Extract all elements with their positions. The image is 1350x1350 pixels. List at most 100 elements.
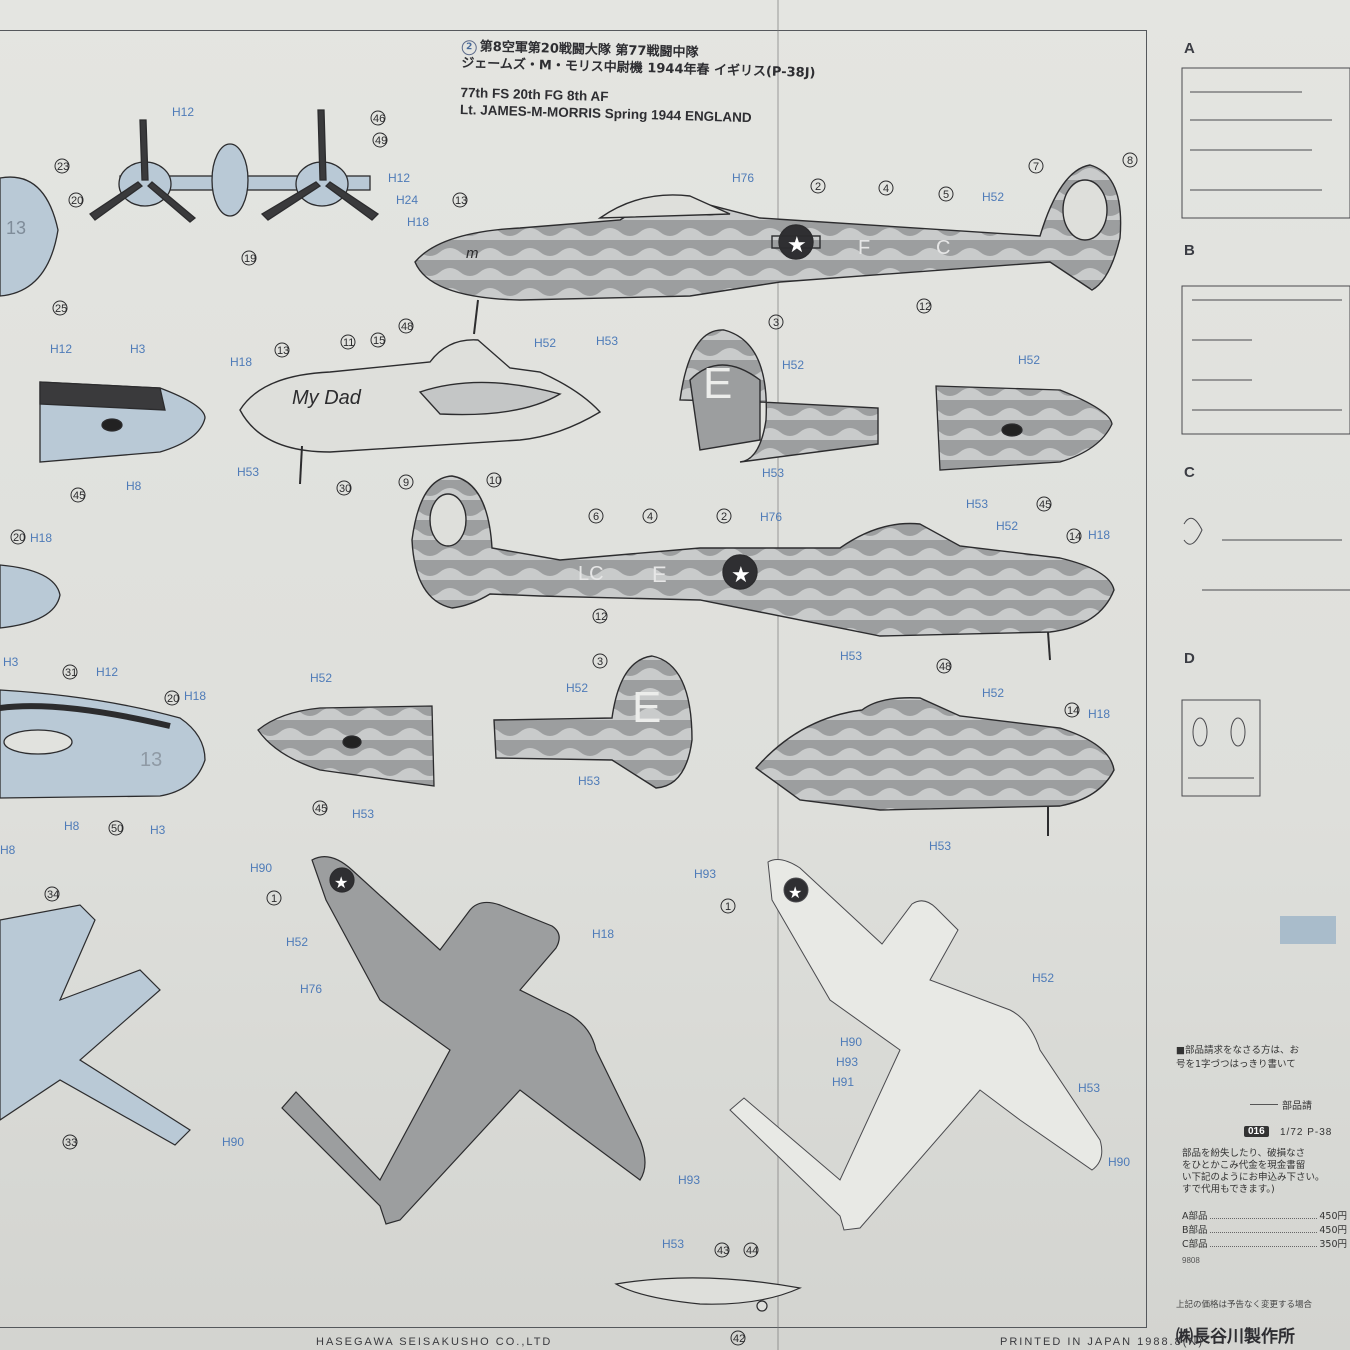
engine-nacelle-lower	[257, 705, 435, 787]
svg-text:H90: H90	[840, 1035, 862, 1049]
price-value: 450円	[1319, 1211, 1347, 1222]
svg-text:19: 19	[244, 253, 256, 265]
svg-text:2: 2	[815, 181, 821, 193]
stock-code: 9808	[1182, 1256, 1200, 1265]
sprue-diagrams	[1181, 67, 1350, 797]
order-rule	[1250, 1104, 1278, 1105]
nose-section-right	[754, 697, 1115, 836]
svg-text:H90: H90	[250, 861, 272, 875]
svg-text:H76: H76	[732, 171, 754, 185]
side-view-upper: ★ F C m	[414, 164, 1122, 335]
svg-text:H12: H12	[50, 342, 72, 356]
svg-text:H12: H12	[96, 665, 118, 679]
part-badge: 016	[1244, 1126, 1269, 1137]
maker-name: ㈱長谷川製作所	[1176, 1327, 1295, 1347]
svg-text:H52: H52	[782, 358, 804, 372]
svg-text:20: 20	[13, 532, 25, 544]
price-note: 上記の価格は予告なく変更する場合	[1176, 1300, 1313, 1310]
svg-text:H3: H3	[150, 823, 166, 837]
svg-text:45: 45	[73, 490, 85, 502]
svg-text:13: 13	[455, 195, 467, 207]
planform-left-partial	[0, 904, 191, 1146]
sprue-label-a: A	[1184, 40, 1195, 57]
svg-text:1: 1	[271, 893, 277, 905]
order-header: 部品請	[1282, 1101, 1312, 1112]
drop-tank	[614, 1277, 803, 1312]
svg-text:H18: H18	[592, 927, 614, 941]
svg-text:H53: H53	[1078, 1081, 1100, 1095]
svg-text:H53: H53	[840, 649, 862, 663]
svg-text:3: 3	[773, 317, 779, 329]
price-label: A部品	[1182, 1211, 1208, 1222]
svg-text:H52: H52	[286, 935, 308, 949]
lower-code-lc: LC	[578, 563, 604, 585]
svg-text:H18: H18	[184, 689, 206, 703]
svg-text:H52: H52	[1032, 971, 1054, 985]
svg-text:33: 33	[65, 1137, 77, 1149]
svg-text:14: 14	[1067, 705, 1079, 717]
svg-text:23: 23	[57, 161, 69, 173]
svg-text:★: ★	[788, 885, 802, 902]
svg-text:6: 6	[593, 511, 599, 523]
svg-text:H53: H53	[662, 1237, 684, 1251]
svg-text:H52: H52	[982, 190, 1004, 204]
svg-text:H3: H3	[3, 655, 19, 669]
svg-text:★: ★	[787, 232, 807, 257]
svg-text:H8: H8	[126, 479, 142, 493]
front-view-diagram	[89, 109, 380, 223]
svg-text:4: 4	[883, 183, 889, 195]
engine-nacelle-right	[935, 385, 1113, 471]
svg-text:48: 48	[939, 661, 951, 673]
svg-text:44: 44	[746, 1245, 758, 1257]
price-row-b: B部品 450円	[1182, 1222, 1347, 1236]
sprue-label-c: C	[1184, 464, 1195, 481]
nose-art-text: My Dad	[292, 387, 362, 409]
main-page-frame	[0, 30, 1147, 1328]
aircraft-diagrams: 13 13 ★ F C m My Dad E	[0, 105, 1138, 1346]
left-nose-number: 13	[6, 218, 26, 238]
tail-letter-lower: E	[632, 683, 661, 732]
svg-text:H52: H52	[982, 686, 1004, 700]
planform-top-view: ★	[281, 856, 646, 1225]
order-body: 部品を紛失したり、破損なさ をひとかこみ代金を現金書留 い下記のようにお申込み下…	[1182, 1148, 1325, 1195]
svg-text:H8: H8	[64, 819, 80, 833]
price-value: 450円	[1319, 1225, 1347, 1236]
svg-text:H93: H93	[694, 867, 716, 881]
sprue-label-b: B	[1184, 242, 1195, 259]
svg-text:50: 50	[111, 823, 123, 835]
svg-text:H76: H76	[760, 510, 782, 524]
svg-text:H18: H18	[230, 355, 252, 369]
color-swatch	[1280, 916, 1336, 944]
svg-text:H8: H8	[0, 843, 16, 857]
svg-text:31: 31	[65, 667, 77, 679]
svg-text:8: 8	[1127, 155, 1133, 167]
svg-text:43: 43	[717, 1245, 729, 1257]
price-label: B部品	[1182, 1225, 1208, 1236]
svg-text:10: 10	[489, 475, 501, 487]
svg-text:H53: H53	[237, 465, 259, 479]
fold-line	[777, 0, 779, 1350]
svg-text:12: 12	[595, 611, 607, 623]
svg-text:m: m	[466, 245, 479, 262]
tail-letter-upper: E	[703, 359, 732, 408]
svg-text:48: 48	[401, 321, 413, 333]
svg-text:3: 3	[597, 656, 603, 668]
svg-text:9: 9	[403, 477, 409, 489]
svg-text:H18: H18	[1088, 707, 1110, 721]
upper-code-c: C	[936, 237, 950, 259]
svg-text:H53: H53	[929, 839, 951, 853]
color-callouts: H12 H12 H24 H18 H12 H3 H18 H53 H8 H18 H3…	[0, 105, 1130, 1251]
svg-text:H53: H53	[762, 466, 784, 480]
svg-text:42: 42	[733, 1333, 745, 1345]
svg-text:H53: H53	[966, 497, 988, 511]
svg-text:1: 1	[725, 901, 731, 913]
svg-text:★: ★	[731, 562, 751, 587]
sprue-panel: A B C D	[1162, 0, 1350, 1350]
tail-fin-lower: E	[493, 655, 693, 789]
price-row-a: A部品 450円	[1182, 1208, 1347, 1222]
part-code: 1/72 P-38	[1280, 1127, 1333, 1138]
svg-text:H3: H3	[130, 342, 146, 356]
svg-text:46: 46	[373, 113, 385, 125]
left-lower-number: 13	[140, 749, 162, 771]
svg-text:25: 25	[55, 303, 67, 315]
